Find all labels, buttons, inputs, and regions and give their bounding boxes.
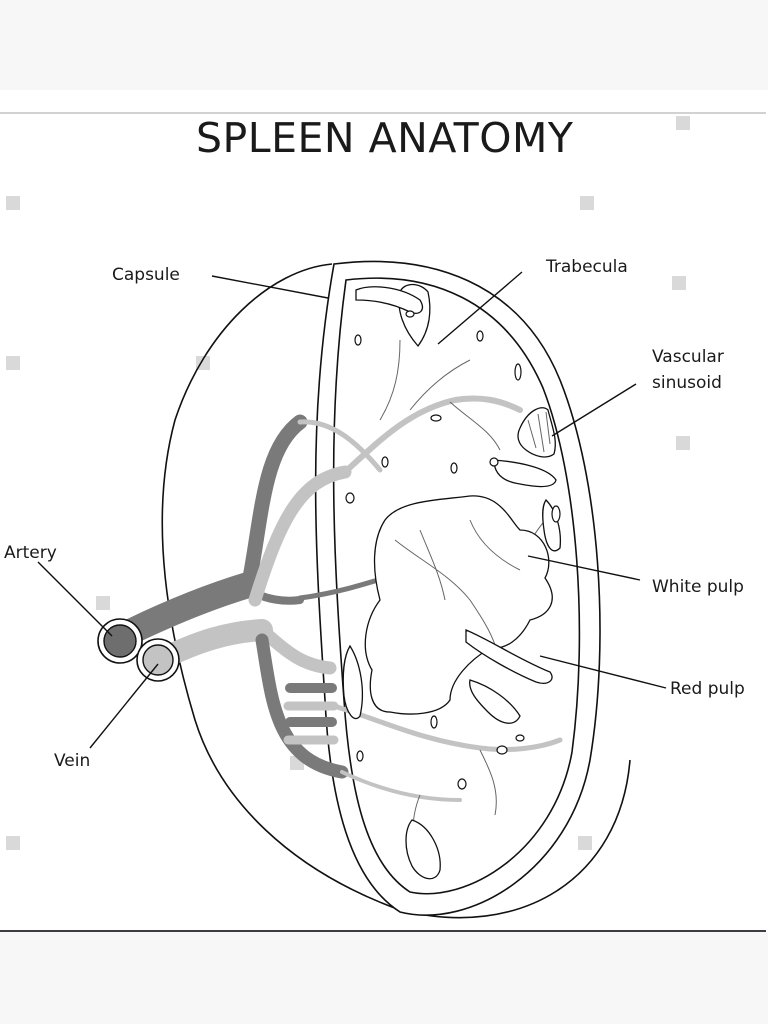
page-title: SPLEEN ANATOMY: [196, 114, 574, 162]
vascular-sinusoid-cluster: [517, 407, 556, 458]
spleen-outer-outline: [161, 263, 631, 919]
leader-lines: [37, 271, 667, 749]
top-background-band: [0, 0, 768, 90]
label-artery: Artery: [4, 543, 57, 563]
label-white-pulp: White pulp: [652, 577, 744, 597]
bottom-background-band: [0, 932, 768, 1024]
label-vascular-sinusoid-line2: sinusoid: [652, 373, 722, 393]
artery-lumen: [103, 624, 137, 658]
vessel-trunks: [105, 414, 352, 779]
label-capsule: Capsule: [112, 265, 180, 285]
label-trabecula: Trabecula: [545, 257, 628, 277]
capsule-inner-layer: [332, 277, 581, 895]
vein-lumen: [142, 644, 174, 676]
label-vascular-sinusoid-line1: Vascular: [652, 347, 724, 367]
trabecula-projections: [342, 283, 562, 880]
vessel-cross-sections: [345, 310, 561, 790]
label-vein: Vein: [54, 751, 90, 771]
label-red-pulp: Red pulp: [670, 679, 745, 699]
